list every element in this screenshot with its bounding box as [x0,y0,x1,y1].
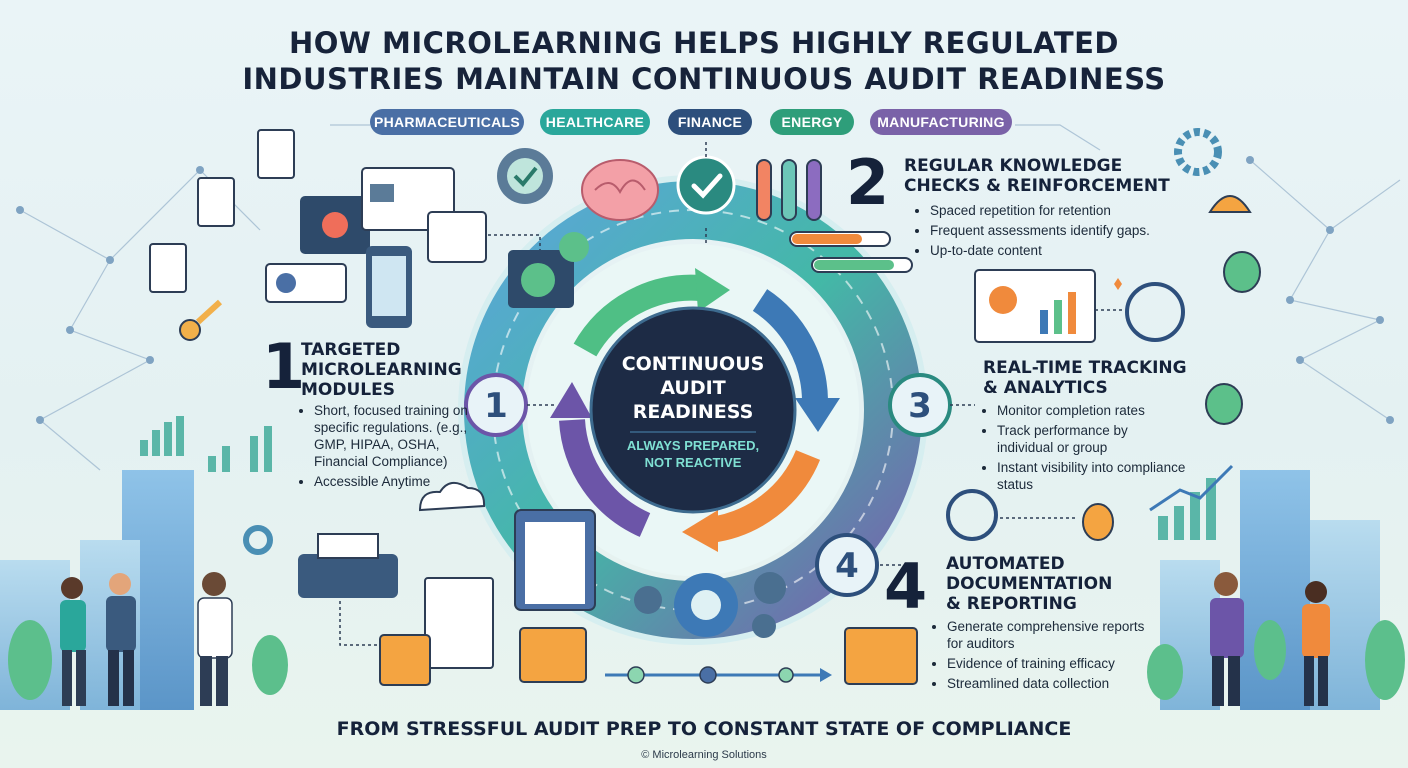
step-1-title-line: MODULES [301,380,395,400]
bullet-item: Track performance by individual or group [997,422,1187,456]
industry-label: MANUFACTURING [877,114,1005,130]
step-4-title-line: DOCUMENTATION [946,574,1113,594]
network-nodes [16,156,1394,424]
industry-label: PHARMACEUTICALS [373,114,521,130]
bullet-item: Instant visibility into compliance statu… [997,459,1187,493]
brain-icon [581,159,659,221]
sparkle-icon [1114,278,1122,290]
step-4-title-line: AUTOMATED [946,554,1065,574]
industry-pill-energy: ENERGY [770,109,854,135]
gears-bottom [634,572,786,638]
progress-bars-icon [789,231,913,273]
industry-label: FINANCE [677,114,743,130]
step-4-number: 4 [884,550,928,623]
step-1-bullets: Short, focused training on specific regu… [300,402,484,493]
bar-chart-left [140,416,272,472]
step-2-title: REGULAR KNOWLEDGE CHECKS & REINFORCEMENT [904,156,1170,196]
center-title: CONTINUOUS AUDIT READINESS [595,352,791,424]
key-icon [179,299,223,341]
cycle-arrowheads [550,268,840,552]
step-2-title-line: REGULAR KNOWLEDGE [904,156,1123,176]
step-1-number: 1 [262,330,306,403]
step-3-bullets: Monitor completion rates Track performan… [983,402,1187,496]
bullet-item: Spaced repetition for retention [930,202,1210,219]
globe-icon [1125,282,1185,342]
industry-label: ENERGY [781,114,843,130]
globe-icon-2 [946,489,998,541]
bullet-item: Accessible Anytime [314,473,484,490]
dashboard-icon [974,269,1096,343]
network-lines [19,124,1401,471]
center-title-line: CONTINUOUS [621,353,765,375]
connectors [339,140,1122,646]
people-left [60,572,233,706]
step-1-title-line: MICROLEARNING [301,360,462,380]
devices-cluster [265,167,589,328]
bullet-item: Streamlined data collection [947,675,1157,692]
bullet-item: Evidence of training efficacy [947,655,1157,672]
center-subtitle: ALWAYS PREPARED, NOT REACTIVE [610,437,776,471]
bullet-item: Monitor completion rates [997,402,1187,419]
bullet-item: Generate comprehensive reports for audit… [947,618,1157,652]
step-marker-numbers: 1 3 4 [484,386,932,586]
people-right [1210,572,1330,706]
plants [8,620,1405,700]
donut-icon [243,525,273,555]
bullet-item: Up-to-date content [930,242,1210,259]
step-3-title: REAL-TIME TRACKING & ANALYTICS [983,358,1187,398]
industry-pill-manufacturing: MANUFACTURING [870,109,1012,135]
center-subtitle-line: NOT REACTIVE [644,455,742,470]
step-3-title-line: REAL-TIME TRACKING [983,358,1187,378]
footer-tagline: FROM STRESSFUL AUDIT PREP TO CONSTANT ST… [336,718,1072,740]
copyright: © Microlearning Solutions [641,749,767,761]
step-markers [464,155,952,597]
industry-label: HEALTHCARE [545,114,645,130]
step-2-title-line: CHECKS & REINFORCEMENT [904,176,1170,196]
center-title-line: READINESS [632,401,754,423]
bullet-item: Short, focused training on specific regu… [314,402,484,470]
step-2-bullets: Spaced repetition for retention Frequent… [916,202,1210,262]
test-tubes-icon [756,159,822,221]
industry-pill-pharmaceuticals: PHARMACEUTICALS [370,109,524,135]
step-1-title-line: TARGETED [301,340,401,360]
bullet-item: Frequent assessments identify gaps. [930,222,1210,239]
cycle-arrows [559,274,828,543]
step-3-title-line: & ANALYTICS [983,378,1108,398]
documents-bottom [298,481,918,686]
hard-hat-icon [1208,195,1252,213]
marker-number-4: 4 [835,546,859,586]
money-bag-icons [1205,251,1261,425]
marker-number-3: 3 [908,386,932,426]
step-4-title: AUTOMATED DOCUMENTATION & REPORTING [946,554,1112,614]
center-title-line: AUDIT [660,377,726,399]
center-disc [591,308,795,512]
step-4-bullets: Generate comprehensive reports for audit… [933,618,1157,695]
title-line-2: INDUSTRIES MAINTAIN CONTINUOUS AUDIT REA… [242,62,1166,96]
step-1-title: TARGETED MICROLEARNING MODULES [301,340,462,400]
center-subtitle-line: ALWAYS PREPARED, [626,438,760,453]
industry-pill-healthcare: HEALTHCARE [540,109,650,135]
step-2-number: 2 [846,146,890,219]
title-line-1: HOW MICROLEARNING HELPS HIGHLY REGULATED [288,26,1120,60]
step-4-title-line: & REPORTING [946,594,1077,614]
industry-pill-finance: FINANCE [668,109,752,135]
documents-icons [149,129,295,293]
gear-icon-right [1174,128,1222,176]
marker-number-1: 1 [484,386,508,426]
money-bag-orange-icon [1082,503,1114,541]
gear-check-icon [497,148,553,204]
bar-chart-right [1149,464,1234,540]
